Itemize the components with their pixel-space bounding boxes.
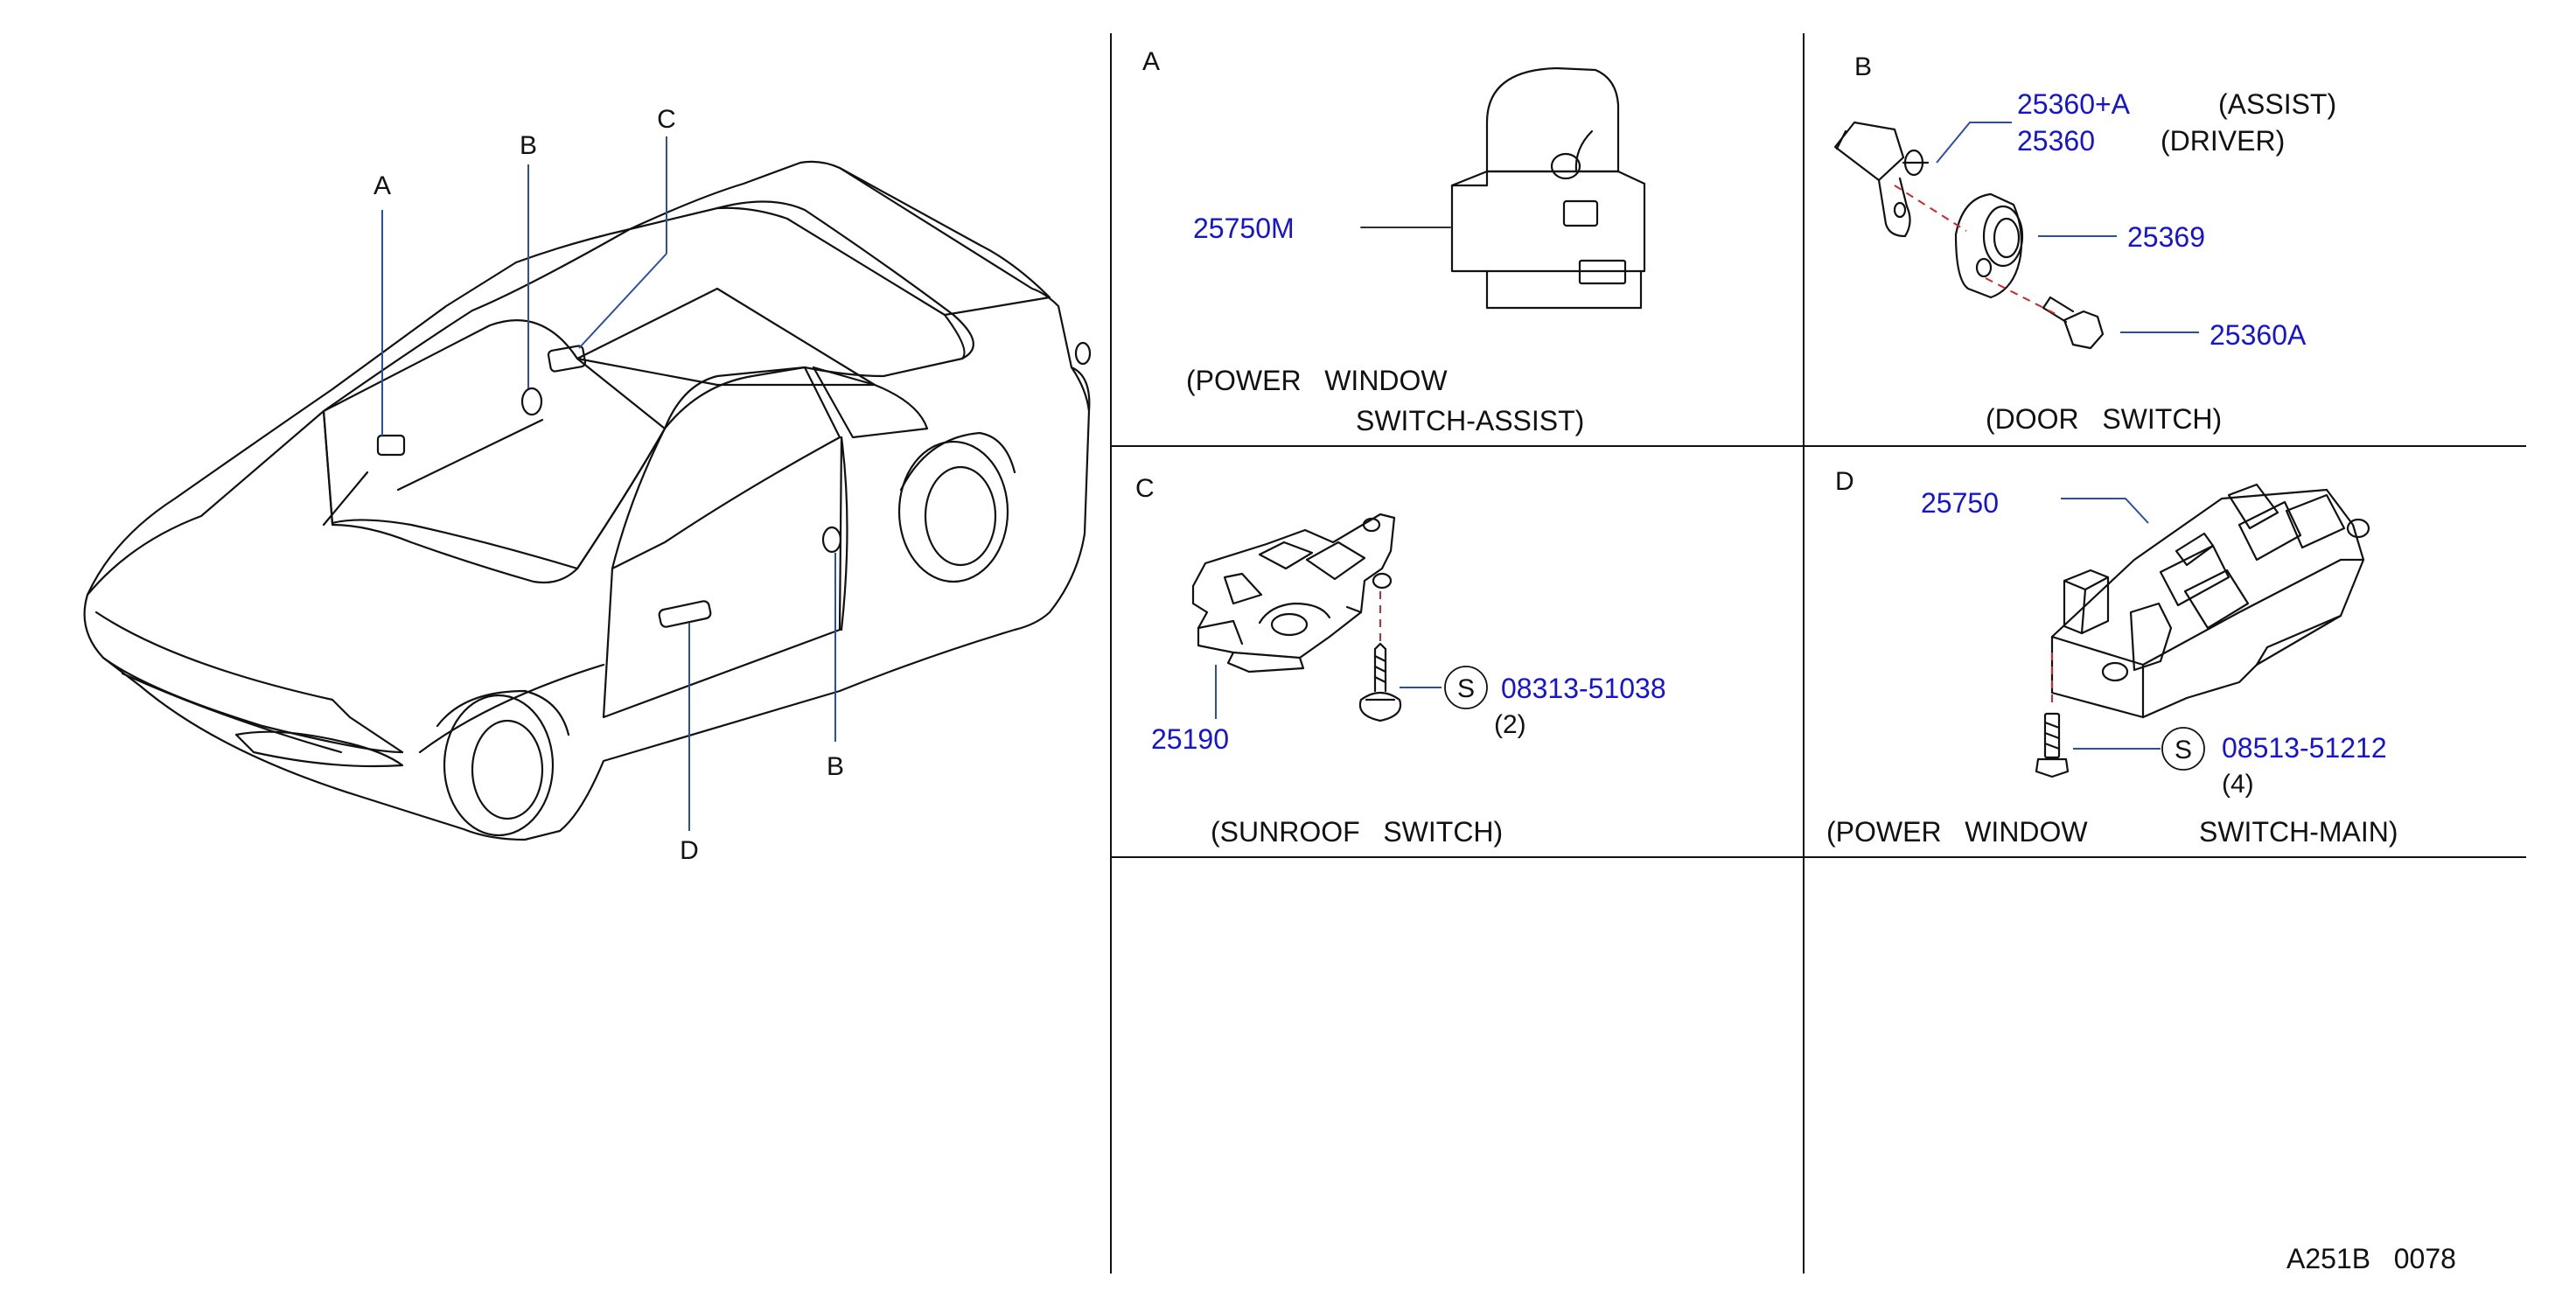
panel-c-screw-qty: (2) bbox=[1494, 710, 1526, 739]
panel-b-letter: B bbox=[1854, 52, 1872, 81]
panel-a-part-number[interactable]: 25750M bbox=[1193, 213, 1295, 244]
panel-c-part-number[interactable]: 25190 bbox=[1151, 723, 1229, 755]
hex-bolt-illustration bbox=[2035, 712, 2070, 778]
panel-c-screw-part[interactable]: 08313-51038 bbox=[1501, 673, 1666, 704]
callout-b-top-label: B bbox=[520, 131, 537, 160]
panel-c: C S 08313-51038 (2) bbox=[1135, 474, 1666, 848]
callout-c-label: C bbox=[657, 105, 676, 134]
panel-a: A 25750M (POWER WINDOW SWITCH-ASSIST) bbox=[1142, 47, 1646, 436]
car-overview-illustration bbox=[83, 160, 1092, 841]
panel-b: B 25360+A (ASSIST) 25360 (DRIVER) 25369 … bbox=[1833, 52, 2336, 435]
main-window-switch-illustration bbox=[2050, 483, 2370, 719]
panel-c-caption: (SUNROOF SWITCH) bbox=[1211, 816, 1503, 848]
panel-c-screw-symbol: S bbox=[1457, 674, 1475, 703]
panel-b-part-cap[interactable]: 25369 bbox=[2127, 221, 2205, 253]
panel-c-letter: C bbox=[1135, 474, 1155, 503]
callout-a-label: A bbox=[373, 171, 391, 200]
panel-grid bbox=[1110, 33, 2526, 1274]
panel-a-caption-line1: (POWER WINDOW bbox=[1186, 365, 1448, 396]
panel-b-driver-label: (DRIVER) bbox=[2161, 125, 2285, 157]
overview-callouts: A B C B D bbox=[373, 105, 844, 865]
panel-a-caption-line2: SWITCH-ASSIST) bbox=[1356, 405, 1584, 436]
panel-d-caption-right: SWITCH-MAIN) bbox=[2199, 816, 2398, 848]
assist-switch-illustration bbox=[1450, 66, 1646, 310]
panel-d-letter: D bbox=[1835, 467, 1854, 496]
sunroof-switch-illustration bbox=[1191, 513, 1396, 673]
panel-b-caption: (DOOR SWITCH) bbox=[1986, 403, 2222, 435]
panel-d: D 25750 S bbox=[1826, 467, 2398, 848]
panel-d-part-number[interactable]: 25750 bbox=[1921, 487, 1999, 519]
panel-d-caption-left: (POWER WINDOW bbox=[1826, 816, 2088, 848]
panel-b-part-assist[interactable]: 25360+A bbox=[2017, 88, 2131, 120]
diagram-reference-code: A251B 0078 bbox=[2286, 1243, 2456, 1274]
panel-d-bolt-part[interactable]: 08513-51212 bbox=[2222, 732, 2387, 764]
panel-a-letter: A bbox=[1142, 47, 1160, 76]
panel-b-part-driver[interactable]: 25360 bbox=[2017, 125, 2095, 157]
panel-b-assist-label: (ASSIST) bbox=[2218, 88, 2336, 120]
tapping-screw-illustration bbox=[1358, 642, 1402, 722]
callout-b-bottom-label: B bbox=[827, 752, 844, 781]
callout-d-label: D bbox=[680, 836, 699, 865]
panel-b-part-bolt[interactable]: 25360A bbox=[2209, 319, 2307, 351]
door-switch-illustration bbox=[1833, 121, 2105, 350]
panel-d-bolt-qty: (4) bbox=[2222, 770, 2254, 799]
panel-d-bolt-symbol: S bbox=[2175, 736, 2192, 764]
